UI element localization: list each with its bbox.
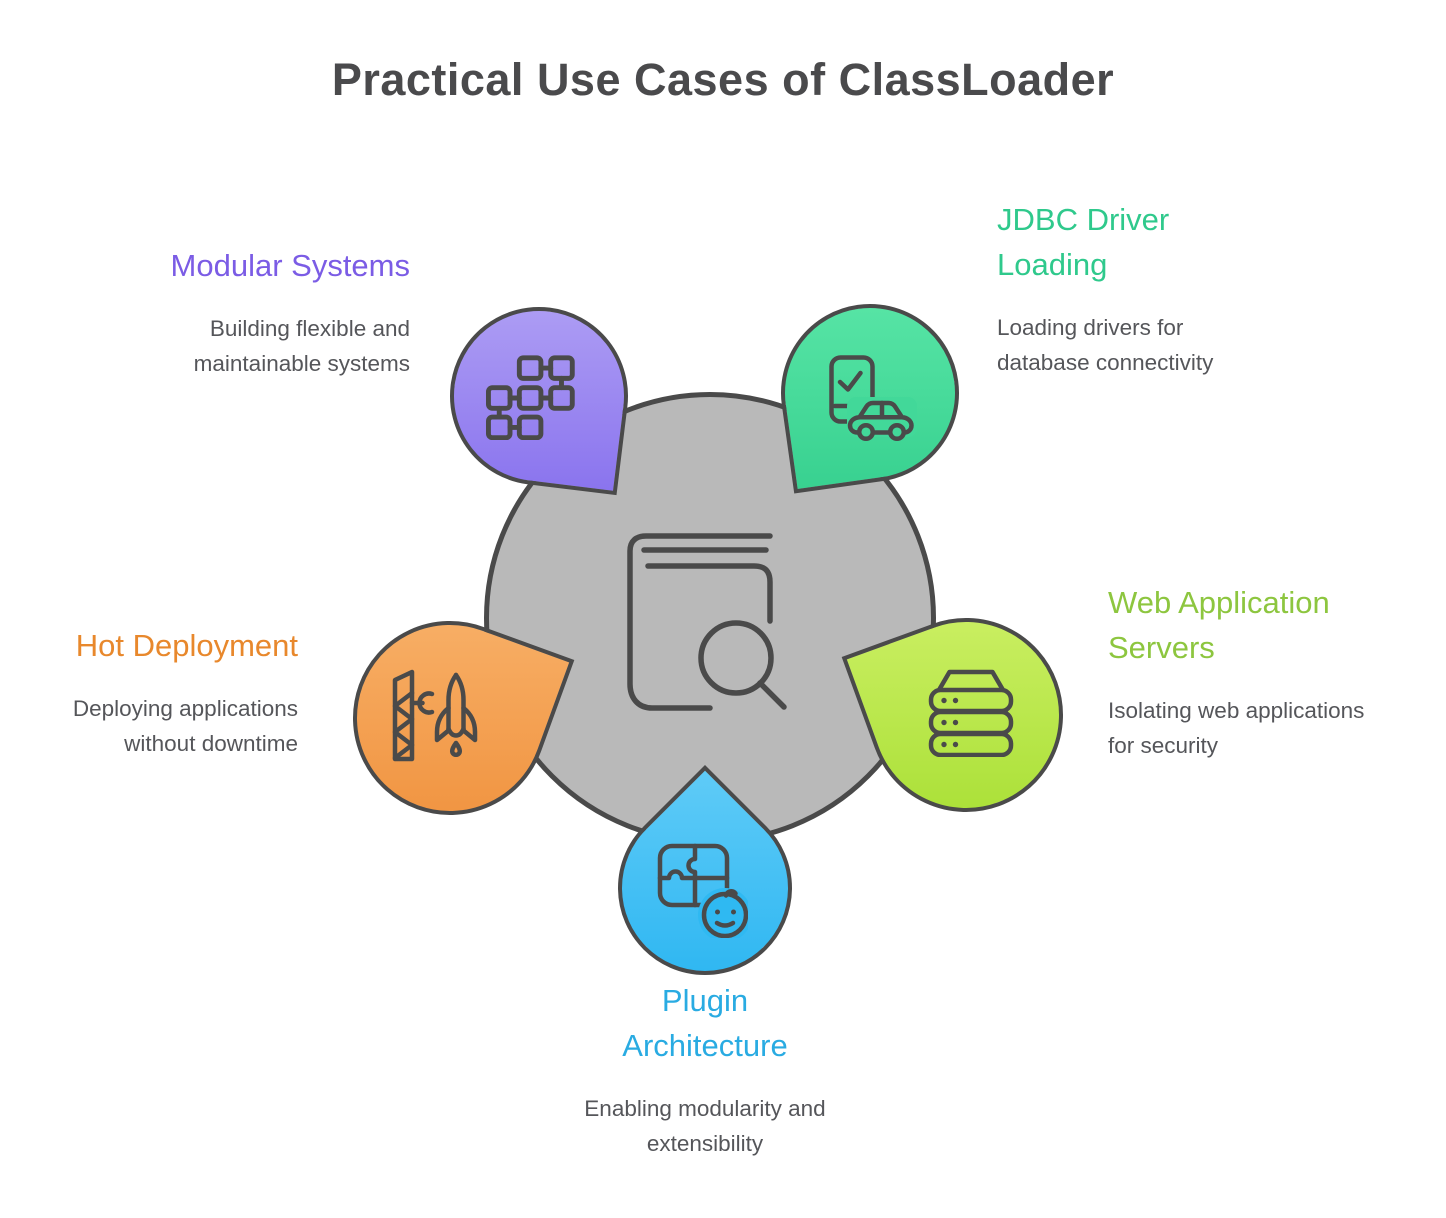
item-description-jdbc-driver-loading: Loading drivers for database connectivit… <box>997 314 1214 375</box>
teardrop-jdbc-driver-loading <box>769 292 971 494</box>
book-search-icon <box>627 533 787 711</box>
page-title: Practical Use Cases of ClassLoader <box>331 54 1115 105</box>
teardrop-web-application-servers <box>841 590 1091 840</box>
label-hot-deployment: Hot Deployment Deploying applications wi… <box>0 624 298 762</box>
item-description-hot-deployment: Deploying applications without downtime <box>72 695 298 756</box>
flowchart-icon <box>451 312 621 482</box>
puzzle-face-icon <box>619 807 785 973</box>
server-stack-icon <box>878 618 1064 804</box>
label-plugin-architecture: Plugin Architecture Enabling modularity … <box>505 979 905 1162</box>
item-title-jdbc-driver-loading: JDBC Driver Loading <box>997 202 1170 282</box>
rocket-launch-icon <box>341 618 527 804</box>
teardrop-hot-deployment <box>325 593 575 843</box>
item-title-hot-deployment: Hot Deployment <box>75 628 298 663</box>
item-title-web-application-servers: Web Application Servers <box>1108 585 1330 665</box>
label-jdbc-driver-loading: JDBC Driver Loading Loading drivers for … <box>997 198 1282 381</box>
teardrop-plugin-architecture <box>581 764 829 1012</box>
item-description-modular-systems: Building flexible and maintainable syste… <box>193 315 410 376</box>
license-car-icon <box>788 314 958 484</box>
label-modular-systems: Modular Systems Building flexible and ma… <box>80 244 410 382</box>
item-description-web-application-servers: Isolating web applications for security <box>1108 697 1365 758</box>
label-web-application-servers: Web Application Servers Isolating web ap… <box>1108 581 1408 764</box>
item-title-modular-systems: Modular Systems <box>170 248 410 283</box>
item-description-plugin-architecture: Enabling modularity and extensibility <box>584 1095 826 1156</box>
item-title-plugin-architecture: Plugin Architecture <box>622 983 788 1063</box>
teardrop-modular-systems <box>439 296 639 496</box>
